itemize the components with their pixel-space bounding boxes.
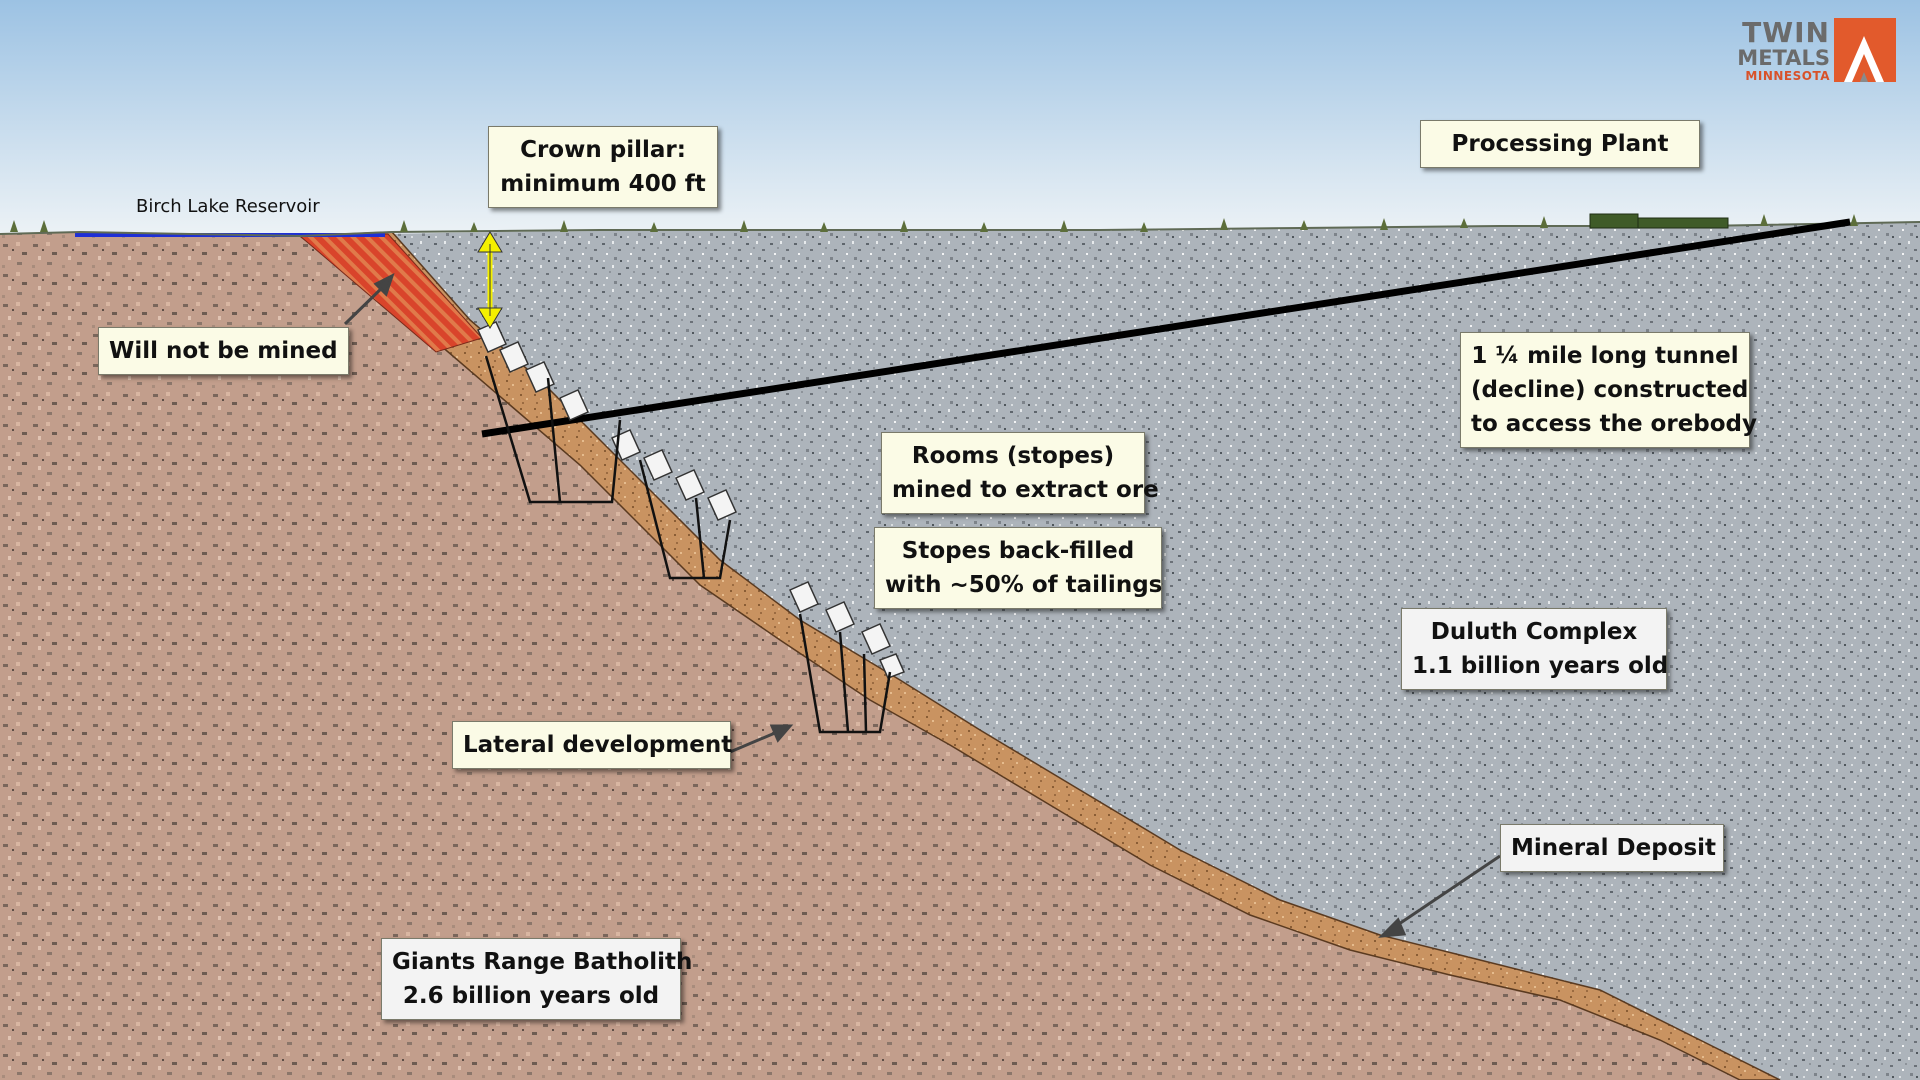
logo-line1: TWIN <box>1742 16 1830 49</box>
tunnel-line3: to access the orebody <box>1471 411 1758 437</box>
tunnel-line1: 1 ¼ mile long tunnel <box>1471 343 1739 369</box>
birch-lake-label: Birch Lake Reservoir <box>136 196 320 217</box>
ground-surface-line <box>0 221 1920 238</box>
backfilled-stopes <box>477 321 906 679</box>
tunnel-callout: 1 ¼ mile long tunnel (decline) construct… <box>1460 332 1758 448</box>
giants-line1: Giants Range Batholith <box>392 949 693 975</box>
twin-metals-logo: TWIN METALS MINNESOTA <box>1730 16 1900 86</box>
giants-line2: 2.6 billion years old <box>402 983 660 1009</box>
crown-pillar-line1: Crown pillar: <box>520 137 686 163</box>
duluth-line2: 1.1 billion years old <box>1412 653 1669 679</box>
crown-pillar-double-arrow-icon <box>477 231 503 329</box>
processing-plant-building <box>1589 213 1639 229</box>
mineral-deposit-callout: Mineral Deposit <box>1500 824 1724 872</box>
duluth-line1: Duluth Complex <box>1430 619 1638 645</box>
giants-range-callout: Giants Range Batholith 2.6 billion years… <box>381 938 693 1020</box>
backfilled-line2: with ~50% of tailings <box>885 572 1163 598</box>
lateral-development-callout: Lateral development <box>452 721 732 769</box>
surface-trees <box>10 214 1858 232</box>
duluth-complex-callout: Duluth Complex 1.1 billion years old <box>1401 608 1669 690</box>
crown-pillar-callout: Crown pillar: minimum 400 ft <box>488 126 718 208</box>
processing-plant-building <box>1637 217 1729 229</box>
tunnel-line2: (decline) constructed <box>1471 377 1749 403</box>
rooms-line2: mined to extract ore <box>892 477 1159 503</box>
stopes-backfilled-callout: Stopes back-filled with ~50% of tailings <box>874 527 1162 609</box>
logo-line2: METALS <box>1737 46 1830 70</box>
logo-line3: MINNESOTA <box>1745 69 1830 83</box>
giants-range-batholith-rock <box>0 232 1780 1080</box>
backfilled-line1: Stopes back-filled <box>901 538 1135 564</box>
rooms-line1: Rooms (stopes) <box>911 443 1115 469</box>
crown-pillar-line2: minimum 400 ft <box>500 171 706 197</box>
callout-arrows <box>343 273 1501 938</box>
processing-plant-callout: Processing Plant <box>1420 120 1700 168</box>
will-not-be-mined-callout: Will not be mined <box>98 327 349 375</box>
lateral-development-drifts <box>484 355 892 734</box>
twin-metals-logo-mark-icon <box>1834 18 1896 82</box>
rooms-stopes-callout: Rooms (stopes) mined to extract ore <box>881 432 1159 514</box>
decline-tunnel <box>481 218 1851 438</box>
